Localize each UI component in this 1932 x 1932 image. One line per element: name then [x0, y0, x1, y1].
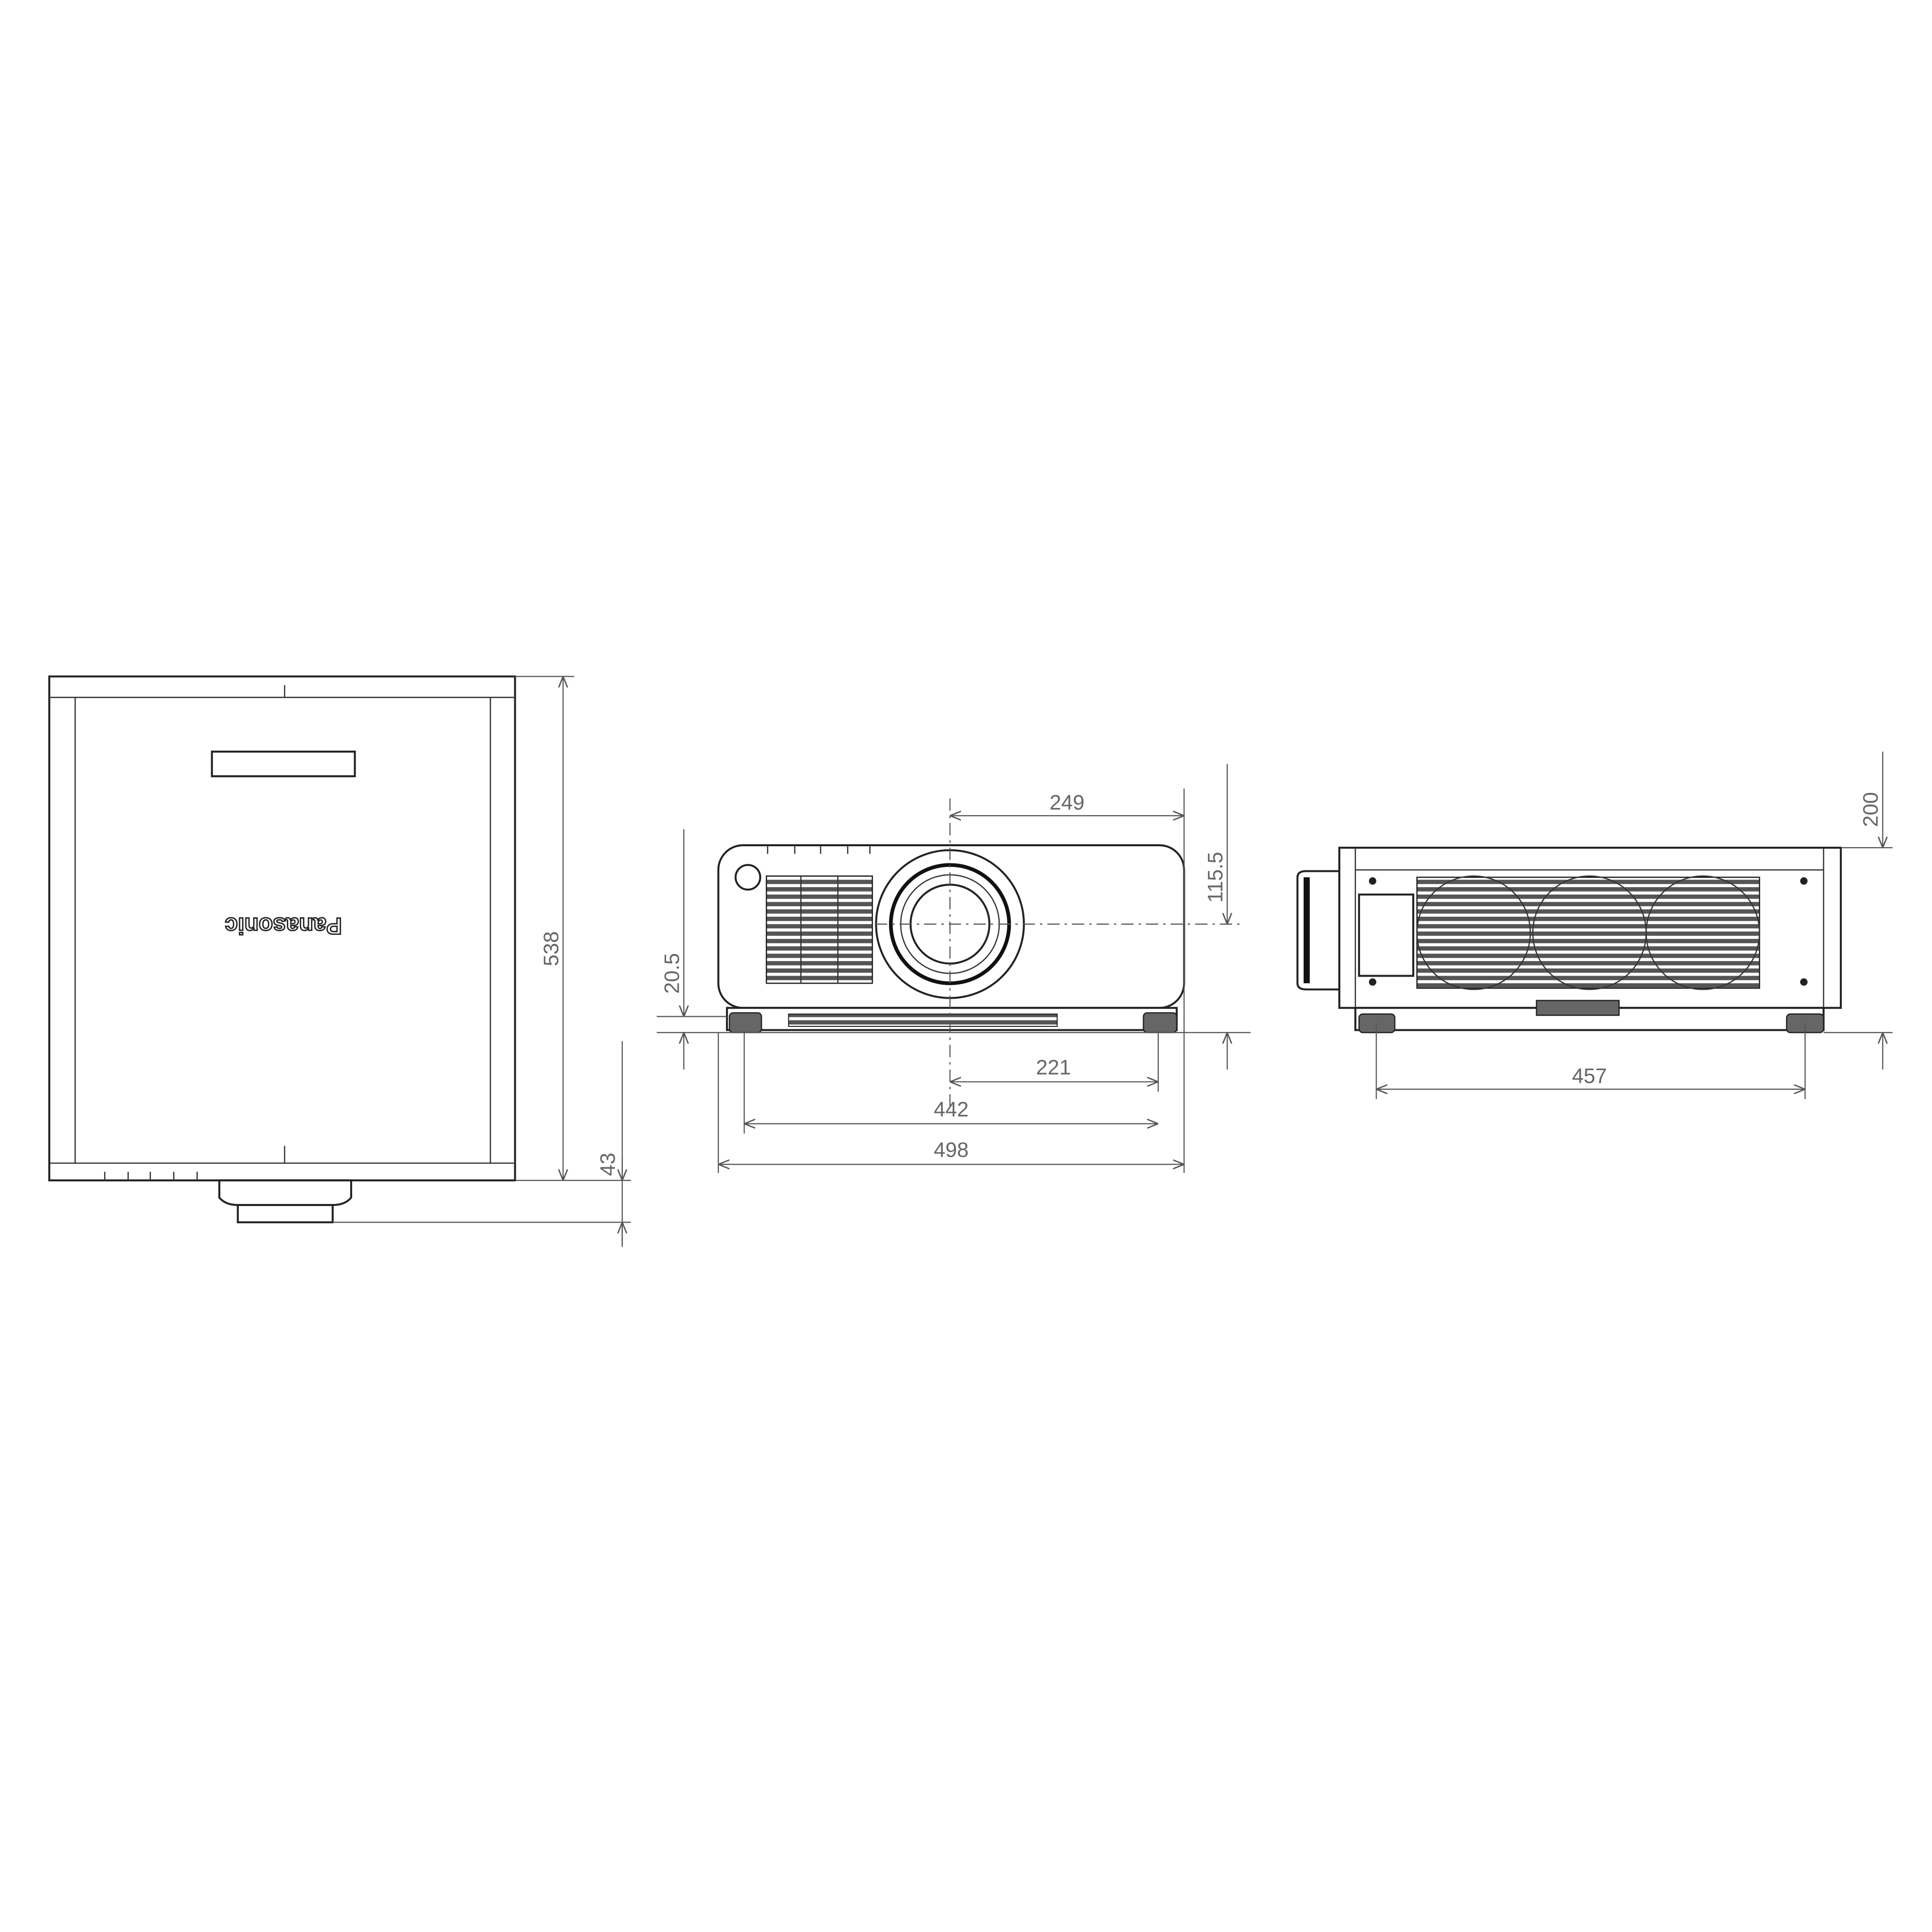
front-indicator-leds [767, 845, 871, 854]
front-foot-right [1143, 1012, 1177, 1033]
side-panel-lines [1354, 847, 1824, 1008]
front-intake-vent [766, 875, 873, 984]
side-lens-ring [1304, 877, 1310, 984]
front-extension-lines [657, 788, 1251, 1173]
panasonic-logo: Panasonic [225, 913, 342, 939]
front-vent-ribs [800, 876, 839, 984]
front-view: 249 115.5 20.5 221 442 498 [657, 764, 1251, 1173]
front-foot-left [729, 1012, 762, 1033]
dim-lens-height: 115.5 [1203, 852, 1227, 903]
dim-lens-to-foot: 221 [1036, 1056, 1071, 1079]
side-fans [1416, 875, 1760, 990]
top-indicator-buttons [104, 1171, 198, 1181]
top-lens-barrel [236, 1204, 334, 1224]
side-screws [1369, 877, 1808, 986]
front-sensor [735, 864, 761, 891]
dim-height: 200 [1859, 792, 1882, 827]
dim-side-foot-span: 457 [1572, 1064, 1606, 1088]
top-extension-lines [333, 676, 631, 1247]
side-foot-left [1358, 1013, 1396, 1033]
side-label-panel [1358, 894, 1414, 977]
side-extension-lines [1376, 847, 1893, 1099]
front-bottom-vent [788, 1013, 1058, 1027]
side-exhaust-vent [1416, 876, 1760, 989]
side-handle [1536, 1000, 1620, 1016]
dim-foot-height: 20.5 [660, 953, 683, 994]
top-view: Panasonic 538 43 [48, 675, 631, 1247]
top-lens-ring [218, 1179, 352, 1206]
dim-foot-span: 442 [934, 1097, 969, 1121]
top-slot [211, 750, 356, 777]
top-body-panel-lines [49, 685, 515, 1164]
dim-lens-protrusion: 43 [596, 1153, 619, 1176]
dim-lens-offset: 249 [1050, 790, 1084, 814]
side-view: 200 457 [1296, 751, 1893, 1099]
dim-depth: 538 [539, 931, 562, 966]
dim-width: 498 [934, 1138, 969, 1162]
